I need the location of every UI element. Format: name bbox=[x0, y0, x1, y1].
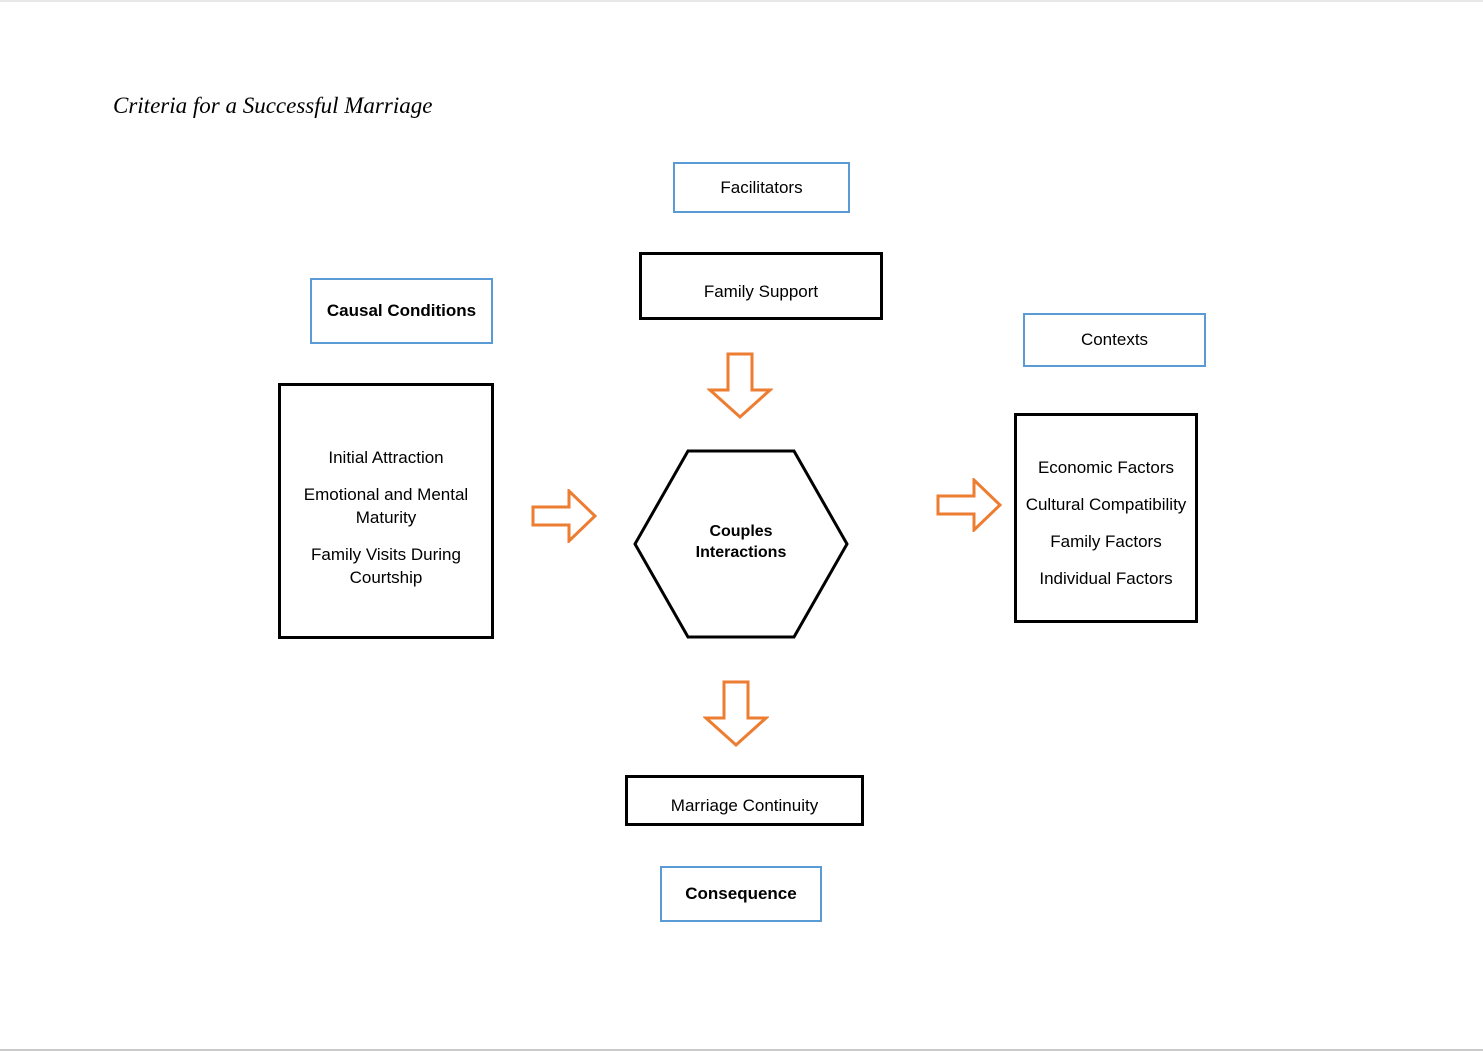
couples-interactions-hexagon: Couples Interactions bbox=[630, 446, 852, 642]
causal-line-2: Family Visits During Courtship bbox=[311, 544, 461, 587]
consequence-label: Consequence bbox=[685, 884, 797, 903]
page-top-edge bbox=[0, 0, 1483, 2]
causal-line-0: Initial Attraction bbox=[328, 447, 444, 467]
figure-title: Criteria for a Successful Marriage bbox=[113, 93, 433, 118]
right-arrow-icon-center-to-contexts bbox=[936, 476, 1003, 534]
causal-conditions-label-box: Causal Conditions bbox=[310, 278, 493, 344]
down-arrow-shape bbox=[702, 680, 770, 748]
right-arrow-shape bbox=[936, 476, 1003, 534]
causal-line-1: Emotional and Mental Maturity bbox=[303, 484, 469, 527]
contexts-label-box: Contexts bbox=[1023, 313, 1206, 367]
marriage-continuity-line-0: Marriage Continuity bbox=[670, 795, 819, 815]
contexts-label: Contexts bbox=[1080, 330, 1149, 349]
page-bottom-edge bbox=[0, 1049, 1483, 1051]
marriage-continuity-box: Marriage Continuity bbox=[625, 775, 864, 826]
right-arrow-icon-causal-to-center bbox=[531, 487, 598, 545]
down-arrow-icon-facilitators-to-center bbox=[706, 352, 774, 420]
hexagon-shape bbox=[633, 449, 849, 639]
right-arrow-shape bbox=[531, 487, 598, 545]
contexts-line-2: Family Factors bbox=[1050, 532, 1162, 551]
hexagon-label-line-1: Couples bbox=[709, 523, 773, 540]
contexts-line-1: Cultural Compatibility bbox=[1025, 495, 1187, 514]
contexts-line-0: Economic Factors bbox=[1037, 458, 1175, 477]
family-support-line-0: Family Support bbox=[703, 281, 819, 301]
down-arrow-shape bbox=[706, 352, 774, 420]
family-support-box: Family Support bbox=[639, 252, 883, 320]
hexagon-label: Couples Interactions bbox=[630, 521, 852, 563]
causal-conditions-content-box: Initial Attraction Emotional and Mental … bbox=[278, 383, 494, 639]
contexts-line-3: Individual Factors bbox=[1039, 569, 1173, 588]
facilitators-label: Facilitators bbox=[720, 177, 803, 197]
down-arrow-icon-center-to-consequence bbox=[702, 680, 770, 748]
hexagon-label-line-2: Interactions bbox=[695, 544, 787, 561]
contexts-content-box: Economic Factors Cultural Compatibility … bbox=[1014, 413, 1198, 623]
facilitators-label-box: Facilitators bbox=[673, 162, 850, 213]
consequence-label-box: Consequence bbox=[660, 866, 822, 922]
causal-conditions-label: Causal Conditions bbox=[326, 301, 477, 320]
